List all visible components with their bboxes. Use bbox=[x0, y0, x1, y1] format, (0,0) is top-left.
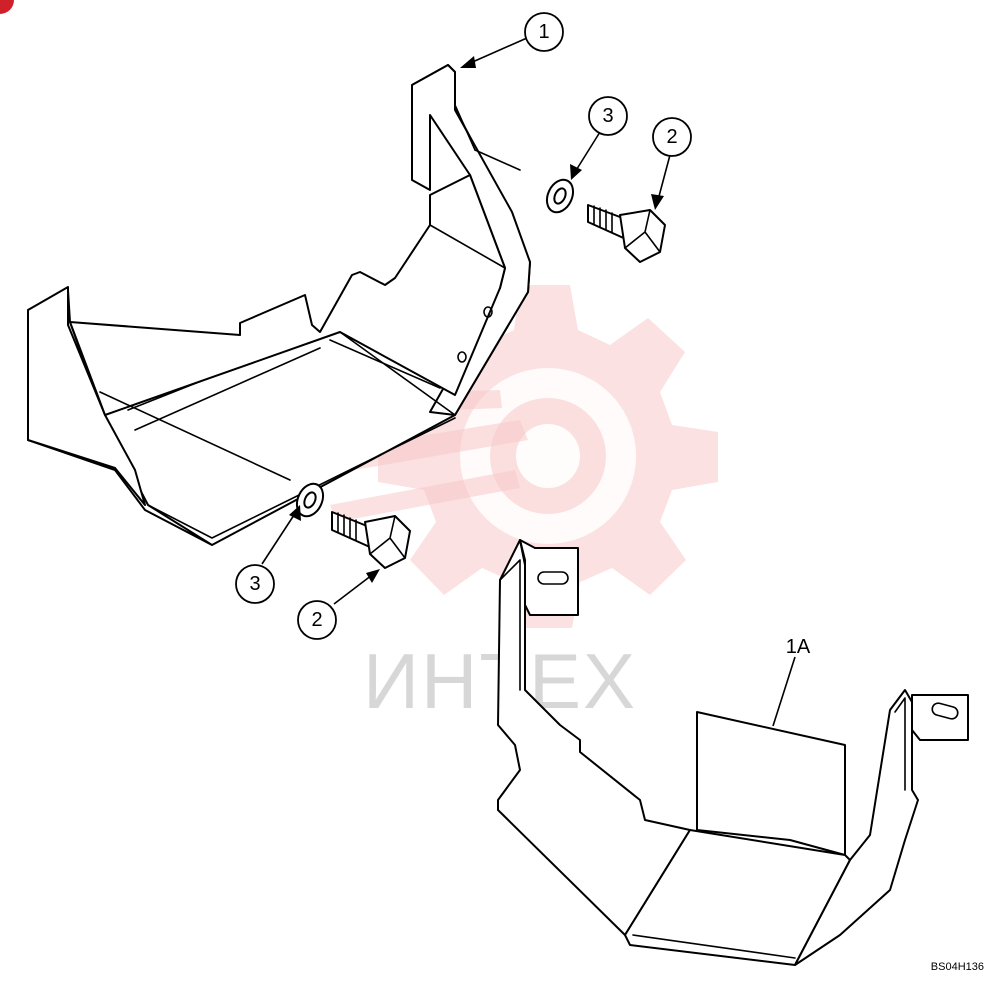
callout-2-upper-label: 2 bbox=[666, 126, 677, 148]
washer-lower bbox=[295, 482, 325, 518]
guard-part-1 bbox=[27, 64, 531, 546]
guard-part-1a bbox=[497, 539, 969, 966]
callout-3-upper-label: 3 bbox=[602, 105, 613, 127]
callout-3-lower-label: 3 bbox=[249, 573, 260, 595]
drawing-code: BS04H136 bbox=[931, 961, 984, 973]
callout-2-lower: 2 bbox=[297, 600, 337, 640]
callout-1-label: 1 bbox=[538, 21, 549, 43]
callout-3-upper: 3 bbox=[588, 96, 628, 136]
callout-3-lower: 3 bbox=[235, 564, 275, 604]
callout-2-upper: 2 bbox=[652, 117, 692, 157]
part-label-1a: 1A bbox=[786, 636, 811, 658]
callout-1: 1 bbox=[524, 12, 564, 52]
corner-mark bbox=[0, 0, 14, 14]
washer-upper bbox=[545, 178, 575, 214]
leader-lines bbox=[261, 37, 796, 727]
bolt-lower bbox=[331, 511, 411, 569]
bolt-upper bbox=[587, 204, 666, 263]
callout-2-lower-label: 2 bbox=[311, 609, 322, 631]
